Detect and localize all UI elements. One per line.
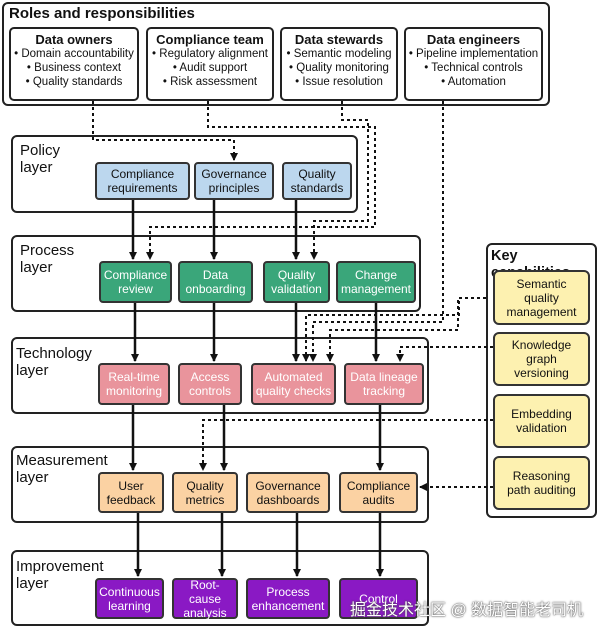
capability-semantic-quality-management: Semantic quality management — [493, 270, 590, 325]
role-title: Data owners — [35, 32, 113, 47]
node-data-lineage-tracking: Data lineage tracking — [344, 363, 424, 405]
role-data-stewards: Data stewards • Semantic modeling • Qual… — [280, 27, 398, 101]
node-quality-validation: Quality validation — [263, 261, 330, 303]
improvement-layer-label: Improvement layer — [16, 558, 104, 592]
role-data-owners: Data owners • Domain accountability • Bu… — [9, 27, 139, 101]
node-continuous-learning: Continuous learning — [95, 578, 164, 619]
role-duty: • Issue resolution — [295, 76, 383, 88]
node-process-enhancement: Process enhancement — [246, 578, 330, 619]
capability-embedding-validation: Embedding validation — [493, 394, 590, 448]
node-automated-quality-checks: Automated quality checks — [251, 363, 336, 405]
role-duty: • Business context — [26, 62, 122, 74]
role-duty: • Technical controls — [424, 62, 523, 74]
role-duty: • Risk assessment — [162, 76, 258, 88]
role-title: Data stewards — [294, 32, 384, 47]
role-duty: • Domain accountability — [14, 48, 134, 60]
capability-knowledge-graph-versioning: Knowledge graph versioning — [493, 332, 590, 386]
measurement-layer-label: Measurement layer — [16, 452, 108, 486]
role-duty: • Audit support — [172, 62, 248, 74]
role-compliance-team: Compliance team • Regulatory alignment •… — [146, 27, 274, 101]
node-data-onboarding: Data onboarding — [178, 261, 253, 303]
role-duty: • Quality monitoring — [289, 62, 389, 74]
role-title: Compliance team — [156, 32, 264, 47]
node-quality-standards: Quality standards — [282, 162, 352, 200]
node-root-cause-analysis: Root-cause analysis — [172, 578, 238, 620]
node-compliance-requirements: Compliance requirements — [95, 162, 190, 200]
node-governance-principles: Governance principles — [194, 162, 274, 200]
roles-title: Roles and responsibilities — [9, 5, 195, 22]
node-compliance-review: Compliance review — [99, 261, 172, 303]
node-control: Control — [339, 578, 418, 619]
node-governance-dashboards: Governance dashboards — [246, 472, 330, 513]
role-duty: • Automation — [441, 76, 506, 88]
role-duty: • Semantic modeling — [286, 48, 392, 60]
role-title: Data engineers — [426, 32, 521, 47]
policy-layer-label: Policy layer — [20, 142, 61, 176]
node-real-time-monitoring: Real-time monitoring — [98, 363, 170, 405]
watermark-text: 掘金技术社区 @ 数据智能老司机 — [350, 602, 584, 619]
node-compliance-audits: Compliance audits — [339, 472, 418, 513]
role-data-engineers: Data engineers • Pipeline implementation… — [404, 27, 543, 101]
node-user-feedback: User feedback — [98, 472, 164, 513]
capability-reasoning-path-auditing: Reasoning path auditing — [493, 456, 590, 510]
role-duty: • Quality standards — [25, 76, 123, 88]
node-access-controls: Access controls — [178, 363, 242, 405]
role-duty: • Pipeline implementation — [408, 48, 539, 60]
process-layer-label: Process layer — [20, 242, 75, 276]
role-duty: • Regulatory alignment — [152, 48, 268, 60]
node-quality-metrics: Quality metrics — [172, 472, 238, 513]
technology-layer-label: Technology layer — [16, 345, 92, 379]
node-change-management: Change management — [336, 261, 416, 303]
